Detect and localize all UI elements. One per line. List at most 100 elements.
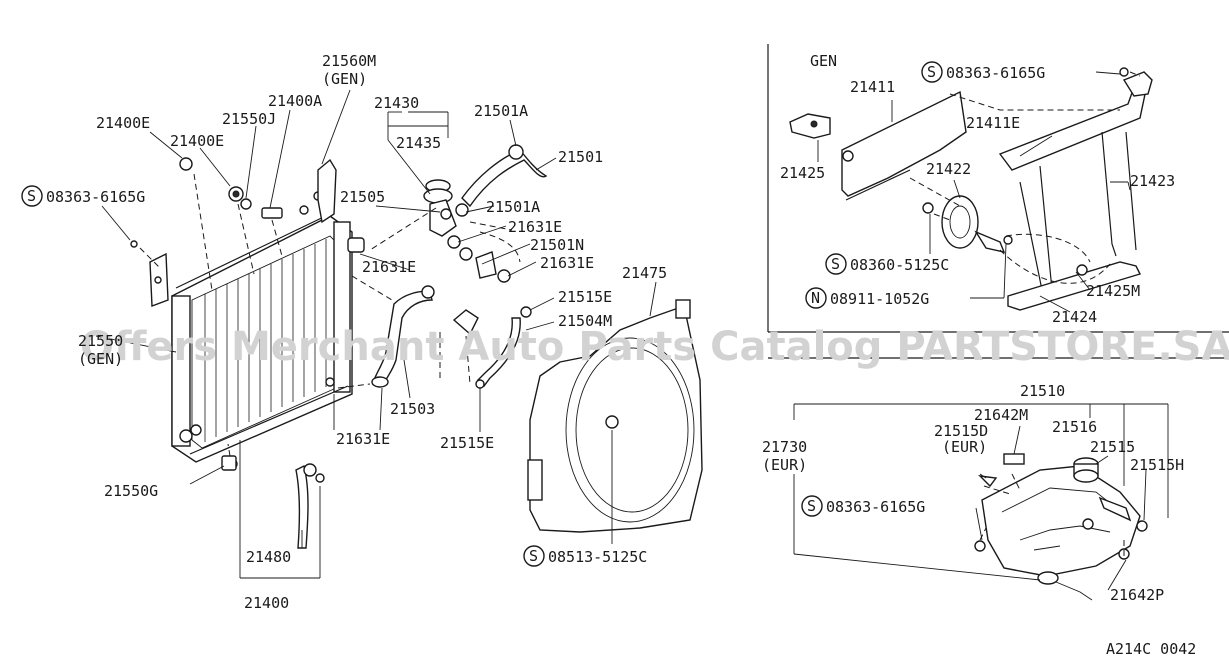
hose-21504M-group bbox=[439, 306, 532, 389]
label-21560M: 21560M bbox=[322, 52, 376, 70]
label-21424: 21424 bbox=[1052, 308, 1097, 326]
label-08911: 08911-1052G bbox=[830, 290, 929, 308]
label-21505: 21505 bbox=[340, 188, 385, 206]
s-symbol-tank bbox=[801, 495, 823, 517]
fitting bbox=[452, 309, 479, 336]
watermark: Offers Merchant Auto Parts Catalog PARTS… bbox=[80, 324, 1229, 370]
label-21550-gen: 21550 bbox=[78, 332, 123, 350]
sensor-21730 bbox=[1037, 571, 1059, 585]
clamp-21631E-b bbox=[497, 269, 511, 283]
clamp-21631E-d bbox=[371, 376, 389, 388]
inset-frames bbox=[767, 44, 1229, 359]
label-08363-left: 08363-6165G bbox=[46, 188, 145, 206]
clip-21425 bbox=[789, 113, 831, 139]
n-symbol-08911-text: N bbox=[811, 289, 820, 307]
label-21515D: 21515D bbox=[934, 422, 988, 440]
leader-lines-reservoir bbox=[793, 403, 1169, 591]
label-21430: 21430 bbox=[374, 94, 419, 112]
s-symbol-gen-text: S bbox=[927, 63, 936, 81]
clamp-21501A-b bbox=[455, 203, 469, 217]
label-21501A-a: 21501A bbox=[474, 102, 528, 120]
hose-21501N bbox=[475, 251, 497, 279]
label-21631E-b: 21631E bbox=[540, 254, 594, 272]
label-21411: 21411 bbox=[850, 78, 895, 96]
frame-21411E bbox=[998, 75, 1149, 171]
drain-plug-21400A bbox=[261, 207, 283, 219]
label-08363-tank: 08363-6165G bbox=[826, 498, 925, 516]
s-symbol-left bbox=[21, 185, 43, 207]
label-21400E-a: 21400E bbox=[96, 114, 150, 132]
label-21550J: 21550J bbox=[222, 110, 276, 128]
cushion-21550G bbox=[221, 455, 237, 471]
fan-shroud-21475 bbox=[527, 299, 703, 533]
label-21510: 21510 bbox=[1020, 382, 1065, 400]
label-21504M: 21504M bbox=[558, 312, 612, 330]
label-21422: 21422 bbox=[926, 160, 971, 178]
bolt-08363-tank bbox=[974, 540, 986, 552]
figure-code: A214C 0042 bbox=[1106, 640, 1196, 658]
bolt-08363-left bbox=[130, 240, 138, 248]
label-21730: 21730 bbox=[762, 438, 807, 456]
radiator-assembly bbox=[149, 158, 365, 470]
label-21631E-a: 21631E bbox=[508, 218, 562, 236]
radiator-core-grille bbox=[204, 239, 327, 442]
label-08360: 08360-5125C bbox=[850, 256, 949, 274]
s-symbol-08513-text: S bbox=[529, 547, 538, 565]
label-gen-title: GEN bbox=[810, 52, 837, 70]
label-21642M: 21642M bbox=[974, 406, 1028, 424]
seal-21400E-a bbox=[179, 157, 193, 171]
label-21400: 21400 bbox=[244, 594, 289, 612]
clamp-21501A-a bbox=[508, 144, 524, 160]
label-21560M-gen: (GEN) bbox=[322, 70, 367, 88]
bolt-08513 bbox=[605, 415, 619, 429]
label-21411E: 21411E bbox=[966, 114, 1020, 132]
nut-08911 bbox=[1003, 235, 1013, 245]
hose-21480 bbox=[295, 464, 309, 549]
s-symbol-08513 bbox=[523, 545, 545, 567]
clip-21515D bbox=[978, 475, 998, 488]
s-symbol-08360 bbox=[825, 253, 847, 275]
label-21550G: 21550G bbox=[104, 482, 158, 500]
symbol-circles: S S S S N S bbox=[21, 61, 943, 567]
label-21550-gen-tag: (GEN) bbox=[78, 350, 123, 368]
label-21642P: 21642P bbox=[1110, 586, 1164, 604]
s-symbol-left-text: S bbox=[27, 187, 36, 205]
bolt-08360 bbox=[922, 202, 934, 214]
label-21425: 21425 bbox=[780, 164, 825, 182]
label-21400E-b: 21400E bbox=[170, 132, 224, 150]
s-symbol-gen bbox=[921, 61, 943, 83]
s-symbol-08360-text: S bbox=[831, 255, 840, 273]
label-21515E-a: 21515E bbox=[558, 288, 612, 306]
label-21501A-b: 21501A bbox=[486, 198, 540, 216]
radiator-small-parts bbox=[130, 157, 325, 549]
clamp-21515E-b bbox=[475, 379, 485, 389]
hose-21501 bbox=[461, 149, 548, 208]
label-21501: 21501 bbox=[558, 148, 603, 166]
label-21423: 21423 bbox=[1130, 172, 1175, 190]
label-21425M: 21425M bbox=[1086, 282, 1140, 300]
clamp-21631E-a bbox=[447, 235, 461, 249]
upper-hose-group bbox=[369, 144, 548, 283]
label-21730-eur: (EUR) bbox=[762, 456, 807, 474]
n-symbol-08911 bbox=[805, 287, 827, 309]
label-21631E-d: 21631E bbox=[336, 430, 390, 448]
label-21501N: 21501N bbox=[530, 236, 584, 254]
gen-inset bbox=[789, 67, 1153, 311]
label-21516: 21516 bbox=[1052, 418, 1097, 436]
bracket-21411 bbox=[841, 90, 967, 197]
horn-21422 bbox=[941, 195, 979, 249]
bracket-21642M bbox=[1003, 453, 1025, 465]
leader-lines-left bbox=[95, 89, 657, 579]
s-symbol-tank-text: S bbox=[807, 497, 816, 515]
label-21515H: 21515H bbox=[1130, 456, 1184, 474]
label-21480: 21480 bbox=[246, 548, 291, 566]
reservoir-inset bbox=[974, 453, 1148, 601]
label-21515E-b: 21515E bbox=[440, 434, 494, 452]
label-08363-gen: 08363-6165G bbox=[946, 64, 1045, 82]
label-21400A: 21400A bbox=[268, 92, 322, 110]
label-21475: 21475 bbox=[622, 264, 667, 282]
radiator-leader-dashes bbox=[139, 173, 283, 457]
label-21631E-c: 21631E bbox=[362, 258, 416, 276]
label-21503: 21503 bbox=[390, 400, 435, 418]
